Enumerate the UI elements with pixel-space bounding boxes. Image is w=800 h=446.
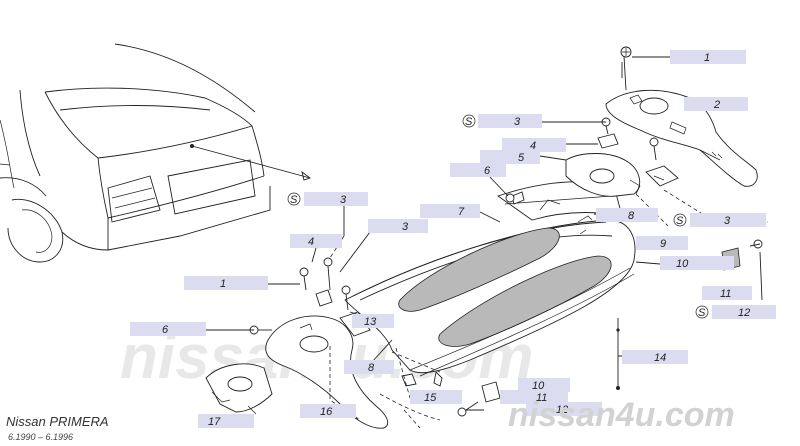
callout-10a: 10 [676, 258, 689, 270]
parcel-shelf [344, 181, 636, 387]
callout-3a-s: S [465, 116, 473, 128]
watermark-corner: nissan4u.com [508, 396, 735, 434]
callout-12b: 12 [556, 404, 568, 416]
callout-10b: 10 [532, 380, 545, 392]
callout-8a: 8 [628, 210, 635, 222]
callout-1-top: 1 [704, 52, 710, 64]
callout-9: 9 [660, 238, 666, 250]
callout-14: 14 [654, 352, 666, 364]
callout-13: 13 [364, 316, 377, 328]
callout-4a: 4 [530, 140, 536, 152]
callout-11b: 11 [536, 392, 547, 404]
callout-17: 17 [208, 416, 221, 428]
callout-3c: 3 [724, 215, 731, 227]
callout-5: 5 [518, 152, 525, 164]
callout-6a: 6 [484, 165, 491, 177]
callout-3d: 3 [402, 221, 409, 233]
callout-labels: 1 2 S 3 4 5 6 7 8 S 3 9 S 3 [130, 50, 776, 428]
callout-12a-s: S [698, 307, 706, 319]
callout-12a: 12 [738, 307, 750, 319]
lower-left-bracket [205, 363, 273, 415]
model-date-range: 6.1990 – 6.1996 [8, 432, 73, 442]
callout-4b: 4 [308, 236, 314, 248]
callout-3a: 3 [514, 116, 521, 128]
callout-3b: 3 [340, 194, 347, 206]
car-rear-illustration [0, 43, 311, 263]
callout-2: 2 [713, 99, 720, 111]
callout-15: 15 [424, 392, 437, 404]
callout-11a: 11 [720, 288, 731, 300]
callout-6b: 6 [162, 324, 169, 336]
callout-3c-s: S [676, 215, 684, 227]
callout-7: 7 [458, 206, 465, 218]
callout-3b-s: S [290, 194, 298, 206]
model-title: Nissan PRIMERA [6, 414, 109, 429]
callout-8b: 8 [368, 362, 375, 374]
callout-16: 16 [320, 406, 333, 418]
callout-1b: 1 [220, 278, 226, 290]
